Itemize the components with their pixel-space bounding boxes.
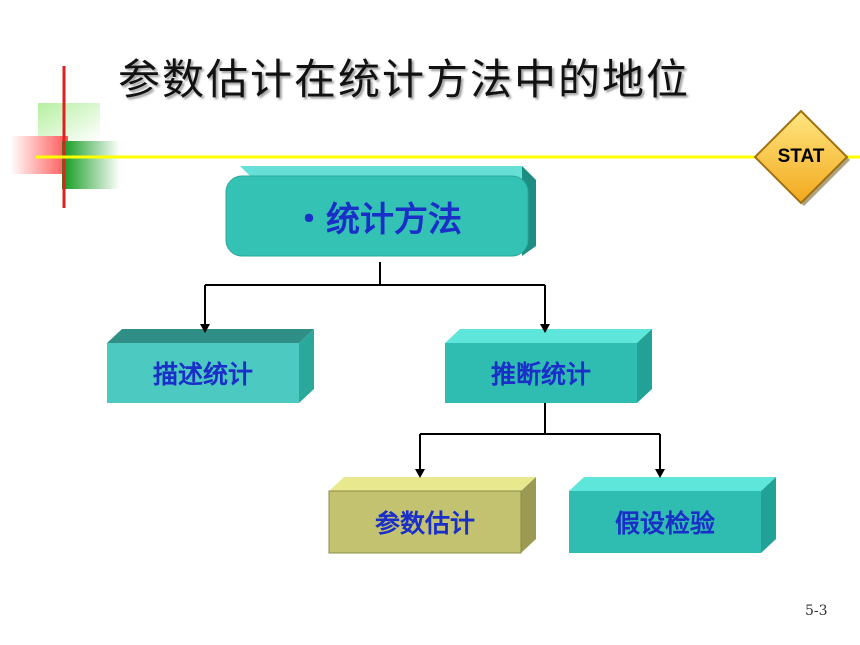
parameter-estimation-label: 参数估计: [374, 509, 475, 538]
hypothesis-testing-label: 假设检验: [614, 509, 715, 538]
page-number: 5-3: [805, 603, 828, 619]
logo-pale-square: [38, 103, 100, 141]
describe-stat-label: 描述统计: [152, 360, 253, 389]
inference-box-shape: [445, 329, 652, 403]
stat-badge-label: STAT: [777, 146, 825, 167]
stat-badge-icon: [753, 109, 850, 206]
logo-green-square: [62, 141, 120, 189]
tree-connectors: [204, 262, 661, 472]
corner-logo: [10, 66, 120, 208]
estimation-box-shape: [328, 477, 536, 554]
testing-box-shape: [569, 477, 776, 553]
slide-title: 参数估计在统计方法中的地位: [118, 55, 691, 104]
describe-box-shape: [107, 329, 314, 403]
logo-red-square: [10, 136, 68, 174]
root-node-label: ・统计方法: [292, 199, 462, 240]
tree-arrowheads: [200, 324, 665, 478]
inference-stat-label: 推断统计: [490, 360, 591, 389]
root-box-shape: [225, 166, 536, 257]
